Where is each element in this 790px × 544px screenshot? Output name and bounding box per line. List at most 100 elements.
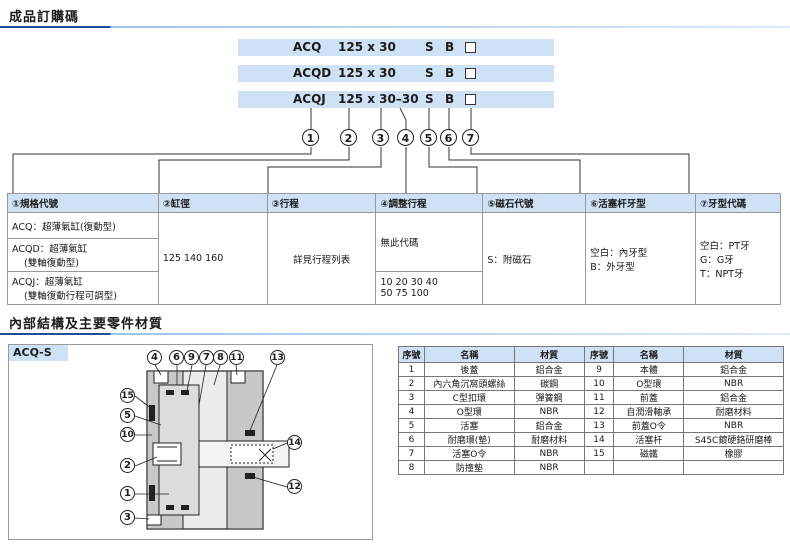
code-b-1: B bbox=[445, 40, 455, 54]
header-spec: ①規格代號 bbox=[7, 193, 159, 213]
table-cell bbox=[583, 460, 615, 475]
table-cell: 耐磨材料 bbox=[513, 432, 585, 447]
diagram-label: ACQ-S bbox=[9, 345, 68, 361]
cylinder-drawing bbox=[134, 364, 290, 530]
table-cell: 自潤滑軸承 bbox=[613, 404, 685, 419]
table-cell: 磁鐵 bbox=[613, 446, 685, 461]
callout-4: 4 bbox=[147, 350, 162, 365]
header-rod-thread: ⑥活塞杆牙型 bbox=[585, 193, 697, 213]
table-cell: S45C鍍硬鉻研磨棒 bbox=[683, 432, 784, 447]
table-cell: 後蓋 bbox=[423, 362, 515, 377]
cylinder-section-diagram: ACQ-S bbox=[8, 344, 373, 540]
table-cell: 13 bbox=[583, 418, 615, 433]
code-s-3: S bbox=[425, 92, 434, 106]
callout-1: 1 bbox=[120, 486, 135, 501]
table-cell: 10 bbox=[583, 376, 615, 391]
code-bar-2 bbox=[238, 65, 554, 82]
code-model-2: ACQD bbox=[293, 66, 332, 80]
callout-6: 6 bbox=[169, 350, 184, 365]
spec-acqj: ACQJ：超薄氣缸 (雙軸復動行程可調型) bbox=[7, 271, 159, 305]
table-cell: 本體 bbox=[613, 362, 685, 377]
table-cell: 活塞 bbox=[423, 418, 515, 433]
circle-number-6: 6 bbox=[440, 129, 457, 146]
table-cell: 3 bbox=[398, 390, 425, 405]
parts-header-material-2: 材質 bbox=[683, 346, 784, 363]
table-cell: 鋁合金 bbox=[513, 418, 585, 433]
callout-5: 5 bbox=[120, 408, 135, 423]
table-cell: 4 bbox=[398, 404, 425, 419]
table-cell: 碳鋼 bbox=[513, 376, 585, 391]
adjust-none: 無此代碼 bbox=[375, 212, 484, 272]
parts-header-material: 材質 bbox=[513, 346, 585, 363]
code-size-3: 125 x 30–30 bbox=[338, 92, 419, 106]
code-size-2: 125 x 30 bbox=[338, 66, 396, 80]
callout-13: 13 bbox=[270, 350, 285, 365]
table-cell: 2 bbox=[398, 376, 425, 391]
header-adjust: ④調整行程 bbox=[375, 193, 484, 213]
table-cell bbox=[683, 460, 784, 475]
callout-2: 2 bbox=[120, 458, 135, 473]
table-cell: 12 bbox=[583, 404, 615, 419]
table-cell: NBR bbox=[683, 376, 784, 391]
code-box-2 bbox=[465, 68, 476, 79]
circle-number-1: 1 bbox=[302, 129, 319, 146]
code-box-1 bbox=[465, 42, 476, 53]
structure-underline bbox=[0, 333, 790, 335]
table-cell: 橡膠 bbox=[683, 446, 784, 461]
circle-number-3: 3 bbox=[372, 129, 389, 146]
circle-number-4: 4 bbox=[397, 129, 414, 146]
callout-7: 7 bbox=[199, 350, 214, 365]
circle-number-2: 2 bbox=[340, 129, 357, 146]
table-cell: 7 bbox=[398, 446, 425, 461]
callout-9: 9 bbox=[184, 350, 199, 365]
table-cell: 前蓋 bbox=[613, 390, 685, 405]
table-cell: 1 bbox=[398, 362, 425, 377]
table-cell: 6 bbox=[398, 432, 425, 447]
stroke-note: 詳見行程列表 bbox=[266, 212, 377, 305]
order-code-table: ①規格代號 ②缸徑 ③行程 ④調整行程 ⑤磁石代號 ⑥活塞杆牙型 ⑦牙型代碼 A… bbox=[7, 193, 781, 305]
table-cell: 5 bbox=[398, 418, 425, 433]
structure-title: 內部結構及主要零件材質 bbox=[9, 317, 164, 332]
table-cell: NBR bbox=[683, 418, 784, 433]
code-s-1: S bbox=[425, 40, 434, 54]
table-cell: NBR bbox=[513, 404, 585, 419]
spec-acqd: ACQD：超薄氣缸 (雙軸復動型) bbox=[7, 238, 159, 272]
table-cell: 耐磨環(墊) bbox=[423, 432, 515, 447]
callout-8: 8 bbox=[213, 350, 228, 365]
header-bore: ②缸徑 bbox=[157, 193, 268, 213]
code-b-3: B bbox=[445, 92, 455, 106]
header-stroke: ③行程 bbox=[266, 193, 377, 213]
circle-number-7: 7 bbox=[462, 129, 479, 146]
parts-header-no: 序號 bbox=[398, 346, 425, 363]
callout-15: 15 bbox=[120, 388, 135, 403]
table-cell: 防撞墊 bbox=[423, 460, 515, 475]
magnet-option: S：附磁石 bbox=[482, 212, 587, 305]
header-magnet: ⑤磁石代號 bbox=[482, 193, 587, 213]
spec-acq: ACQ：超薄氣缸(復動型) bbox=[7, 212, 159, 239]
parts-header-name: 名稱 bbox=[423, 346, 515, 363]
code-bar-1 bbox=[238, 39, 554, 56]
callout-14: 14 bbox=[287, 435, 302, 450]
code-model-3: ACQJ bbox=[293, 92, 326, 106]
code-b-2: B bbox=[445, 66, 455, 80]
code-s-2: S bbox=[425, 66, 434, 80]
table-cell: NBR bbox=[513, 460, 585, 475]
table-cell: 14 bbox=[583, 432, 615, 447]
table-cell: 活塞O令 bbox=[423, 446, 515, 461]
title-underline bbox=[0, 26, 790, 28]
table-cell: 鋁合金 bbox=[683, 390, 784, 405]
parts-header-name-2: 名稱 bbox=[613, 346, 685, 363]
table-cell: 15 bbox=[583, 446, 615, 461]
table-cell: O型環 bbox=[423, 404, 515, 419]
code-box-3 bbox=[465, 94, 476, 105]
callout-12: 12 bbox=[287, 479, 302, 494]
